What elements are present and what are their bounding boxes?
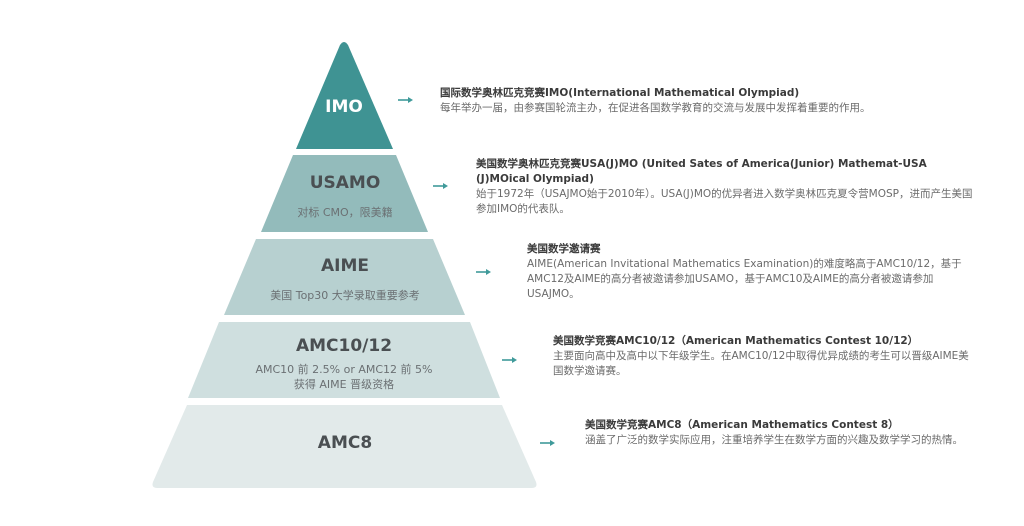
tier-amc8-description: 美国数学竞赛AMC8（American Mathematics Contest … <box>585 418 975 448</box>
arrow-right-icon <box>502 357 517 363</box>
tier-usamo-description: 美国数学奥林匹克竞赛USA(J)MO (United Sates of Amer… <box>476 157 976 217</box>
tier-amc1012-title: AMC10/12 <box>295 336 393 356</box>
description-heading: 国际数学奥林匹克竞赛IMO(International Mathematical… <box>440 87 800 99</box>
tier-usamo-shape <box>261 155 428 232</box>
tier-amc1012-subtitle-line2: 获得 AIME 晋级资格 <box>293 378 395 391</box>
tier-aime-title: AIME <box>320 256 369 276</box>
arrow-right-icon <box>433 183 448 189</box>
tier-aime-subtitle: 美国 Top30 大学录取重要参考 <box>270 289 420 302</box>
description-heading: 美国数学邀请赛 <box>527 243 601 255</box>
tier-aime-shape <box>224 239 465 315</box>
tier-imo-shape <box>296 42 393 149</box>
arrow-right-icon <box>476 269 491 275</box>
tier-aime-description: 美国数学邀请赛 AIME(American Invitational Mathe… <box>527 242 967 302</box>
tier-imo-title: IMO <box>325 97 363 117</box>
tier-amc1012-subtitle-line1: AMC10 前 2.5% or AMC12 前 5% <box>255 363 433 376</box>
tier-amc1012-description: 美国数学竞赛AMC10/12（American Mathematics Cont… <box>553 334 973 379</box>
arrow-right-icon <box>398 97 413 103</box>
tier-imo-description: 国际数学奥林匹克竞赛IMO(International Mathematical… <box>440 86 940 116</box>
description-heading: 美国数学奥林匹克竞赛USA(J)MO (United Sates of Amer… <box>476 158 927 185</box>
description-body: AIME(American Invitational Mathematics E… <box>527 258 962 300</box>
tier-usamo-subtitle: 对标 CMO，限美籍 <box>297 206 393 219</box>
tier-usamo-title: USAMO <box>309 173 381 193</box>
description-body: 始于1972年（USAJMO始于2010年）。USA(J)MO的优异者进入数学奥… <box>476 188 973 215</box>
description-heading: 美国数学竞赛AMC10/12（American Mathematics Cont… <box>553 335 919 347</box>
description-heading: 美国数学竞赛AMC8（American Mathematics Contest … <box>585 419 899 431</box>
description-body: 涵盖了广泛的数学实际应用，注重培养学生在数学方面的兴趣及数学学习的热情。 <box>585 434 963 446</box>
tier-amc1012-shape <box>188 322 500 398</box>
description-body: 主要面向高中及高中以下年级学生。在AMC10/12中取得优异成绩的考生可以晋级A… <box>553 350 969 377</box>
tier-amc8-shape <box>152 405 537 488</box>
tier-amc8-title: AMC8 <box>317 433 373 453</box>
arrow-right-icon <box>540 440 555 446</box>
description-body: 每年举办一届，由参赛国轮流主办，在促进各国数学教育的交流与发展中发挥着重要的作用… <box>440 102 871 114</box>
